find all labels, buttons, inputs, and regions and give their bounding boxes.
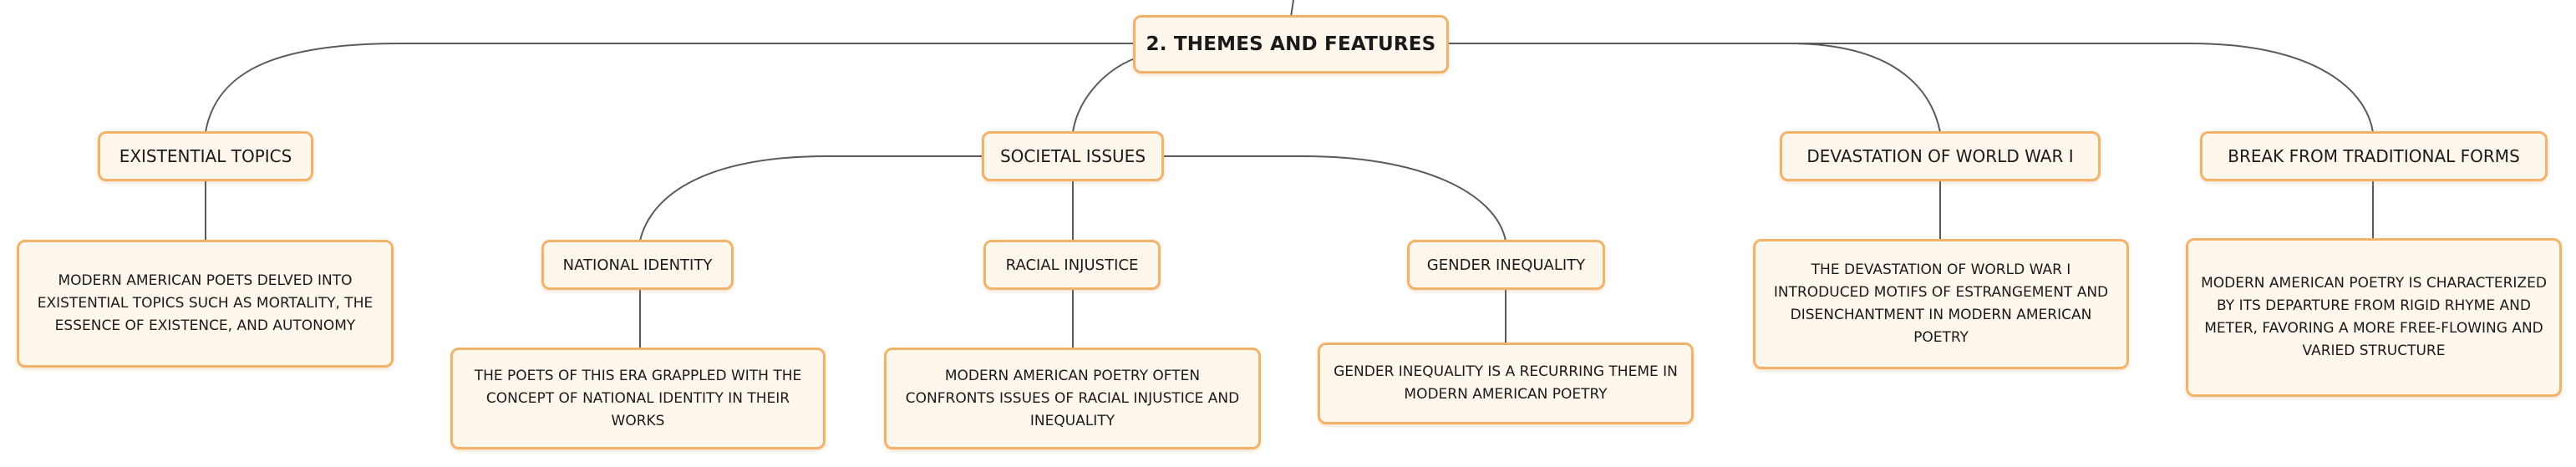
subtopic-national-identity[interactable]: NATIONAL IDENTITY: [541, 240, 734, 290]
topic-existential-topics[interactable]: EXISTENTIAL TOPICS: [98, 131, 313, 181]
devastation-of-world-war-i-description-text: THE DEVASTATION OF WORLD WAR I INTRODUCE…: [1773, 261, 2109, 346]
subtopic-gender-inequality-label: GENDER INEQUALITY: [1426, 256, 1586, 274]
topic-devastation-of-world-war-i[interactable]: DEVASTATION OF WORLD WAR I: [1780, 131, 2101, 181]
existential-topics-description[interactable]: MODERN AMERICAN POETS DELVED INTO EXISTE…: [17, 240, 394, 368]
racial-injustice-description[interactable]: MODERN AMERICAN POETRY OFTEN CONFRONTS I…: [884, 348, 1261, 449]
topic-break-from-traditional-forms-label: BREAK FROM TRADITIONAL FORMS: [2228, 146, 2520, 166]
national-identity-description-text: THE POETS OF THIS ERA GRAPPLED WITH THE …: [474, 367, 802, 429]
connector-root-existential: [205, 43, 1135, 133]
topic-societal-issues-label: SOCIETAL ISSUES: [999, 146, 1146, 166]
subtopic-racial-injustice[interactable]: RACIAL INJUSTICE: [983, 240, 1161, 290]
topic-break-from-traditional-forms[interactable]: BREAK FROM TRADITIONAL FORMS: [2200, 131, 2548, 181]
gender-inequality-description-text: GENDER INEQUALITY IS A RECURRING THEME I…: [1334, 363, 1678, 403]
subtopic-national-identity-label: NATIONAL IDENTITY: [562, 256, 713, 274]
racial-injustice-description-text: MODERN AMERICAN POETRY OFTEN CONFRONTS I…: [905, 367, 1240, 429]
connector-societal-gender: [1161, 155, 1506, 241]
topic-existential-topics-label: EXISTENTIAL TOPICS: [119, 146, 292, 166]
connector-root-societal: [1072, 58, 1136, 133]
gender-inequality-description[interactable]: GENDER INEQUALITY IS A RECURRING THEME I…: [1318, 343, 1694, 424]
devastation-of-world-war-i-description[interactable]: THE DEVASTATION OF WORLD WAR I INTRODUCE…: [1753, 239, 2129, 369]
break-from-traditional-forms-description[interactable]: MODERN AMERICAN POETRY IS CHARACTERIZED …: [2186, 238, 2562, 397]
break-from-traditional-forms-description-text: MODERN AMERICAN POETRY IS CHARACTERIZED …: [2201, 275, 2547, 359]
existential-topics-description-text: MODERN AMERICAN POETS DELVED INTO EXISTE…: [37, 272, 373, 334]
connector-root-forms: [1447, 43, 2374, 133]
root-node-label: 2. THEMES AND FEATURES: [1146, 33, 1436, 55]
topic-societal-issues[interactable]: SOCIETAL ISSUES: [982, 131, 1164, 181]
root-node[interactable]: 2. THEMES AND FEATURES: [1133, 15, 1449, 74]
connector-societal-national: [639, 155, 983, 241]
connector-root-ww1: [1447, 43, 1941, 133]
subtopic-racial-injustice-label: RACIAL INJUSTICE: [1005, 256, 1139, 274]
national-identity-description[interactable]: THE POETS OF THIS ERA GRAPPLED WITH THE …: [450, 348, 826, 449]
connector-root-parent: [1290, 0, 1294, 18]
topic-devastation-of-world-war-i-label: DEVASTATION OF WORLD WAR I: [1806, 146, 2074, 166]
subtopic-gender-inequality[interactable]: GENDER INEQUALITY: [1407, 240, 1605, 290]
